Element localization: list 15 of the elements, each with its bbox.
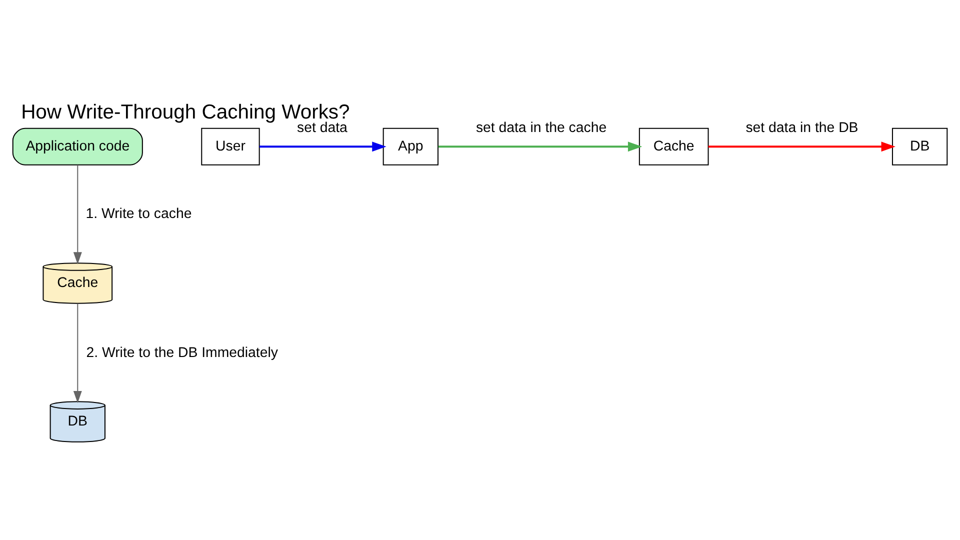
edge-label: set data — [297, 120, 348, 136]
edge-label: 1. Write to cache — [86, 206, 192, 222]
edge-label: set data in the cache — [476, 120, 607, 136]
node-box: App — [382, 128, 438, 166]
node-box: Cache — [638, 128, 709, 166]
node-box: User — [201, 128, 260, 166]
node-box: Application code — [12, 128, 143, 166]
arrow — [708, 142, 896, 152]
arrow — [438, 142, 642, 152]
edge-label: set data in the DB — [746, 120, 858, 136]
edge-label: 2. Write to the DB Immediately — [86, 344, 278, 361]
arrow — [73, 304, 82, 404]
arrow — [73, 164, 82, 264]
node-box: DB — [892, 128, 948, 166]
arrow — [259, 142, 386, 152]
